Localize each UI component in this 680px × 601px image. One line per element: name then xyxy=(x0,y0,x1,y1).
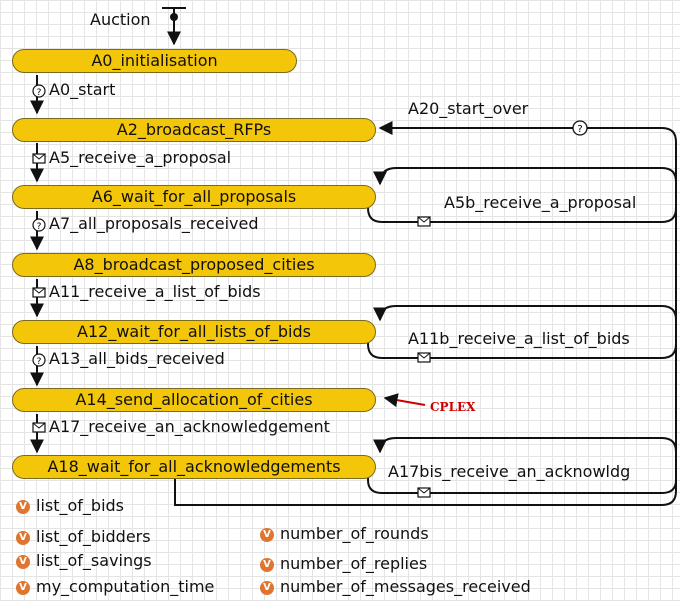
svg-text:?: ? xyxy=(37,357,42,367)
transition-a13[interactable]: ? A13_all_bids_received xyxy=(32,349,225,369)
transition-label: A17_receive_an_acknowledgement xyxy=(49,417,330,436)
state-a0[interactable]: A0_initialisation xyxy=(12,49,297,73)
svg-text:?: ? xyxy=(37,222,42,232)
variable-icon: V xyxy=(16,580,30,595)
state-a18[interactable]: A18_wait_for_all_acknowledgements xyxy=(12,455,376,479)
transition-label: A0_start xyxy=(49,80,116,99)
state-a6[interactable]: A6_wait_for_all_proposals xyxy=(12,185,376,209)
variable-icon: V xyxy=(16,554,30,569)
message-icon xyxy=(32,286,46,298)
state-a12[interactable]: A12_wait_for_all_lists_of_bids xyxy=(12,320,376,344)
loop-a5b-label[interactable]: A5b_receive_a_proposal xyxy=(444,193,637,212)
transition-a5[interactable]: A5_receive_a_proposal xyxy=(32,148,231,168)
variable-icon: V xyxy=(16,499,30,514)
loop-a11b-label[interactable]: A11b_receive_a_list_of_bids xyxy=(408,329,630,348)
svg-text:?: ? xyxy=(37,88,42,98)
condition-icon: ? xyxy=(32,83,46,98)
loop-condition-icon: ? xyxy=(572,120,588,136)
transition-a17[interactable]: A17_receive_an_acknowledgement xyxy=(32,417,330,437)
loop-a17bis-label[interactable]: A17bis_receive_an_acknowldg xyxy=(388,462,631,481)
variable-icon: V xyxy=(260,557,274,572)
cplex-annotation: CPLEX xyxy=(430,400,476,414)
message-icon xyxy=(32,421,46,433)
message-icon xyxy=(32,152,46,164)
loop-a20-label[interactable]: A20_start_over xyxy=(408,99,529,118)
svg-text:?: ? xyxy=(577,124,582,135)
variable-icon: V xyxy=(260,580,274,595)
transition-label: A11_receive_a_list_of_bids xyxy=(49,282,261,301)
transition-a7[interactable]: ? A7_all_proposals_received xyxy=(32,214,258,234)
diagram-title: Auction xyxy=(90,10,151,29)
transition-label: A5_receive_a_proposal xyxy=(49,148,232,167)
state-a14[interactable]: A14_send_allocation_of_cities xyxy=(12,388,376,412)
transition-a11[interactable]: A11_receive_a_list_of_bids xyxy=(32,282,261,302)
transition-label: A13_all_bids_received xyxy=(49,349,225,368)
transition-label: A7_all_proposals_received xyxy=(49,214,259,233)
transition-a0-start[interactable]: ? A0_start xyxy=(32,80,115,100)
state-a8[interactable]: A8_broadcast_proposed_cities xyxy=(12,253,376,277)
variable-icon: V xyxy=(16,530,30,545)
condition-icon: ? xyxy=(32,217,46,232)
condition-icon: ? xyxy=(32,352,46,367)
variable-icon: V xyxy=(260,527,274,542)
state-a2[interactable]: A2_broadcast_RFPs xyxy=(12,118,376,142)
